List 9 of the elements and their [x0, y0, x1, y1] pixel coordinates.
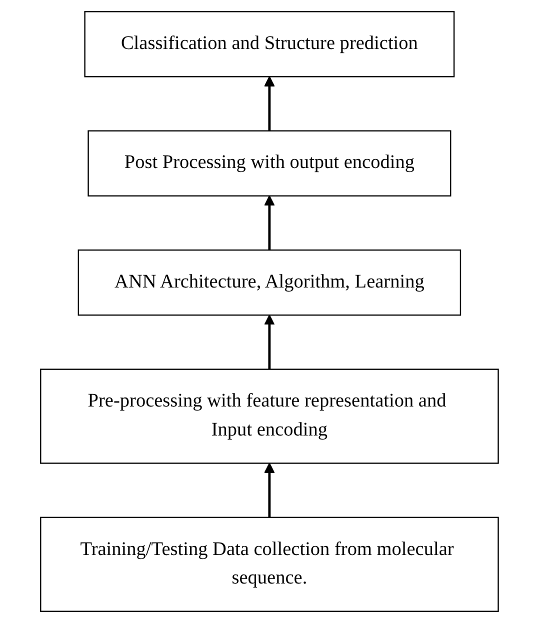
node-box: ANN Architecture, Algorithm, Learning — [78, 249, 462, 316]
node-box: Pre-processing with feature representation and Input encoding — [40, 368, 499, 464]
arrow — [264, 195, 275, 250]
arrow — [264, 76, 275, 131]
arrow — [264, 314, 275, 370]
arrow — [264, 462, 275, 518]
node-box: Classification and Structure prediction — [84, 11, 455, 78]
node-box: Post Processing with output encoding — [88, 130, 452, 196]
node-box: Training/Testing Data collection from molecular sequence. — [40, 516, 499, 612]
